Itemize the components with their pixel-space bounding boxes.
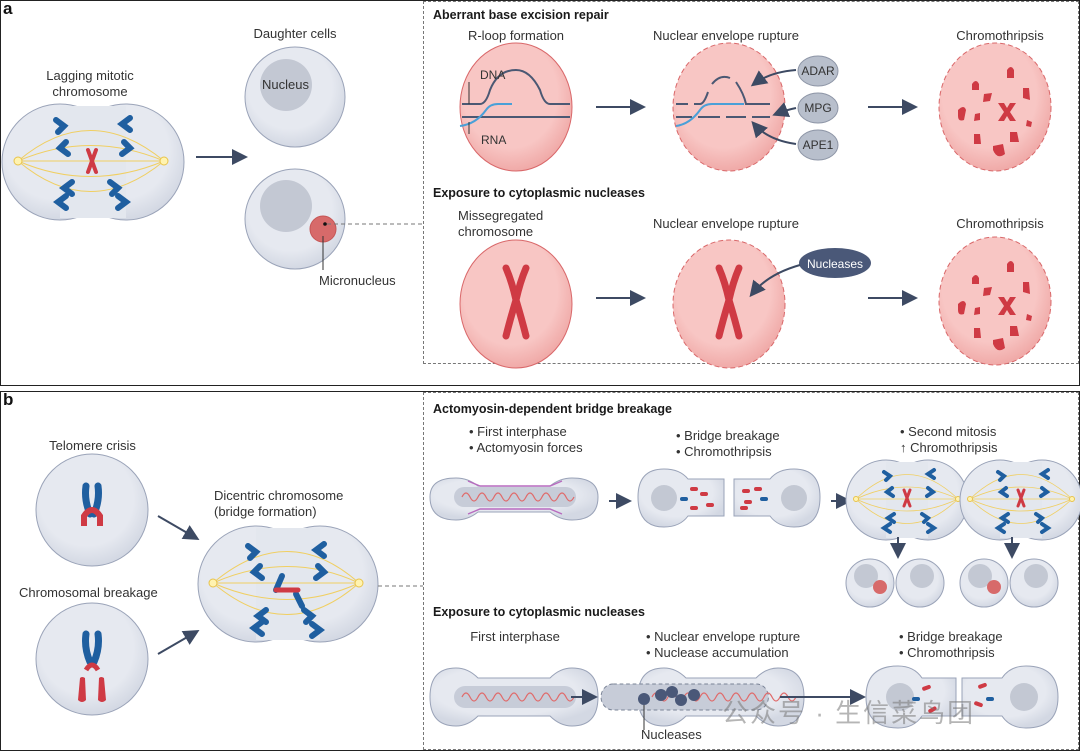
- cyto-step-1: First interphase: [470, 629, 560, 644]
- actomyosin-title: Actomyosin-dependent bridge breakage: [433, 402, 672, 416]
- chromosomal-breakage-label: Chromosomal breakage: [19, 585, 158, 600]
- bridge-broken-cell-nucleases: [865, 665, 1059, 729]
- cyto-step-2-line-1: • Nuclear envelope rupture: [646, 629, 801, 644]
- watermark: 公众号 · 生信菜鸟团: [722, 698, 976, 728]
- chromothripsis-nucleus-2: [938, 236, 1052, 366]
- step-nuclear-envelope-rupture: Nuclear envelope rupture: [653, 28, 799, 43]
- actomyosin-step-1-line-1: • First interphase: [469, 424, 567, 439]
- nucleases-badge: Nucleases: [806, 257, 864, 271]
- panel-b-label: b: [3, 390, 14, 409]
- lagging-chromosome-label: Lagging mitotic chromosome: [46, 68, 134, 99]
- daughter-cell-micronucleus: [244, 168, 423, 270]
- panel-a-label: a: [3, 0, 13, 18]
- actomyosin-step-2-line-2: • Chromothripsis: [676, 444, 772, 459]
- second-mitosis-cell-2: [959, 459, 1080, 541]
- rna-label: RNA: [481, 133, 507, 147]
- cyto-step-3-line-1: • Bridge breakage: [899, 629, 1003, 644]
- actomyosin-step-3-line-2: ↑ Chromothripsis: [900, 440, 998, 455]
- chromothripsis-nucleus-1: [938, 42, 1052, 172]
- enzyme-ape1: APE1: [802, 138, 834, 152]
- daughter-cells-label: Daughter cells: [253, 26, 337, 41]
- step-missegregated-chromosome: Missegregated chromosome: [458, 208, 544, 239]
- missegregated-nucleus: [459, 239, 573, 369]
- daughter-cell-normal: [244, 46, 346, 148]
- mitotic-cell-lagging: [1, 103, 185, 221]
- cytoplasmic-nucleases-title-b: Exposure to cytoplasmic nucleases: [433, 605, 645, 619]
- actomyosin-step-3-line-1: • Second mitosis: [900, 424, 997, 439]
- micronucleus-label: Micronucleus: [319, 273, 396, 288]
- actomyosin-step-1-line-2: • Actomyosin forces: [469, 440, 583, 455]
- nucleus-label: Nucleus: [262, 77, 309, 92]
- dicentric-mitotic-cell: [197, 525, 423, 643]
- telomere-crisis-label: Telomere crisis: [49, 438, 136, 453]
- aberrant-ber-title: Aberrant base excision repair: [433, 8, 609, 22]
- rupture-nucleus-ber: [672, 42, 839, 172]
- telomere-crisis-cell: [35, 453, 149, 567]
- cyto-step-2-line-2: • Nuclease accumulation: [646, 645, 789, 660]
- bridge-cell-interphase: [429, 477, 599, 521]
- rloop-nucleus: [459, 42, 573, 172]
- chromosomal-breakage-cell: [35, 602, 149, 716]
- second-mitosis-cell-1: [845, 459, 969, 541]
- cyto-step-3-line-2: • Chromothripsis: [899, 645, 995, 660]
- bridge-broken-cell: [637, 468, 821, 528]
- step-rloop-formation: R-loop formation: [467, 28, 565, 43]
- rupture-nucleus-nucleases: [672, 239, 871, 369]
- dicentric-chromosome-label: Dicentric chromosome (bridge formation): [214, 488, 344, 519]
- step-nuclear-envelope-rupture-2: Nuclear envelope rupture: [653, 216, 799, 231]
- bridge-cell-nuclease-accumulation: [600, 667, 805, 730]
- nucleases-label-b: Nucleases: [641, 727, 702, 742]
- panel-a-mechanisms-box: [423, 1, 1079, 364]
- dna-label: DNA: [480, 68, 506, 82]
- cytoplasmic-nucleases-title-a: Exposure to cytoplasmic nucleases: [433, 186, 645, 200]
- arrow: [157, 515, 200, 541]
- enzyme-mpg: MPG: [804, 101, 832, 115]
- panel-b-mechanisms-box: [423, 392, 1079, 750]
- bridge-cell-first-interphase: [429, 667, 599, 727]
- daughter-cells-micronucleus: [845, 558, 1059, 608]
- step-chromothripsis-2: Chromothripsis: [956, 216, 1044, 231]
- actomyosin-step-2-line-1: • Bridge breakage: [676, 428, 780, 443]
- enzyme-adar: ADAR: [801, 64, 835, 78]
- step-chromothripsis: Chromothripsis: [956, 28, 1044, 43]
- arrow: [157, 629, 200, 655]
